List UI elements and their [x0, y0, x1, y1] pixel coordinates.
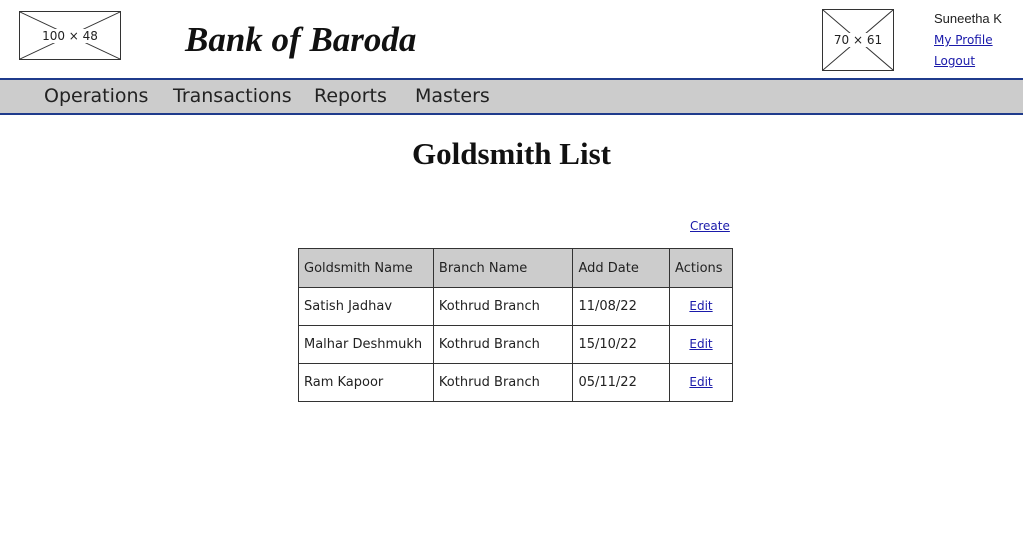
- branch-name-cell: Kothrud Branch: [432, 287, 574, 326]
- column-header-goldsmith-name: Goldsmith Name: [298, 248, 434, 288]
- nav-item-transactions[interactable]: Transactions: [173, 85, 292, 107]
- create-link[interactable]: Create: [690, 219, 730, 233]
- goldsmith-name-cell: Malhar Deshmukh: [298, 325, 434, 364]
- edit-link[interactable]: Edit: [689, 375, 713, 389]
- column-header-add-date: Add Date: [572, 248, 671, 288]
- edit-link[interactable]: Edit: [689, 337, 713, 351]
- bank-title: Bank of Baroda: [185, 20, 417, 59]
- add-date-cell: 05/11/22: [572, 363, 671, 402]
- goldsmith-table: Goldsmith Name Branch Name Add Date Acti…: [298, 248, 733, 402]
- goldsmith-name-cell: Satish Jadhav: [298, 287, 434, 326]
- logo-placeholder-right: 70 × 61: [822, 9, 894, 71]
- user-name: Suneetha K: [934, 11, 1002, 26]
- add-date-cell: 15/10/22: [572, 325, 671, 364]
- column-header-branch-name: Branch Name: [432, 248, 574, 288]
- column-header-actions: Actions: [669, 248, 733, 288]
- table-row: Malhar Deshmukh Kothrud Branch 15/10/22 …: [298, 325, 733, 364]
- branch-name-cell: Kothrud Branch: [432, 363, 574, 402]
- nav-item-reports[interactable]: Reports: [314, 85, 387, 107]
- goldsmith-name-cell: Ram Kapoor: [298, 363, 434, 402]
- nav-item-operations[interactable]: Operations: [44, 85, 149, 107]
- logout-link[interactable]: Logout: [934, 54, 976, 68]
- actions-cell: Edit: [669, 325, 733, 364]
- my-profile-link[interactable]: My Profile: [934, 33, 993, 47]
- branch-name-cell: Kothrud Branch: [432, 325, 574, 364]
- actions-cell: Edit: [669, 363, 733, 402]
- nav-item-masters[interactable]: Masters: [415, 85, 490, 107]
- table-row: Satish Jadhav Kothrud Branch 11/08/22 Ed…: [298, 287, 733, 326]
- actions-cell: Edit: [669, 287, 733, 326]
- add-date-cell: 11/08/22: [572, 287, 671, 326]
- main-nav-bar: Operations Transactions Reports Masters: [0, 78, 1023, 115]
- edit-link[interactable]: Edit: [689, 299, 713, 313]
- table-header-row: Goldsmith Name Branch Name Add Date Acti…: [298, 248, 733, 288]
- table-row: Ram Kapoor Kothrud Branch 05/11/22 Edit: [298, 363, 733, 402]
- logo-left-size-label: 100 × 48: [41, 28, 99, 43]
- logo-placeholder-left: 100 × 48: [19, 11, 121, 60]
- logo-right-size-label: 70 × 61: [832, 33, 884, 47]
- page-title: Goldsmith List: [412, 136, 611, 171]
